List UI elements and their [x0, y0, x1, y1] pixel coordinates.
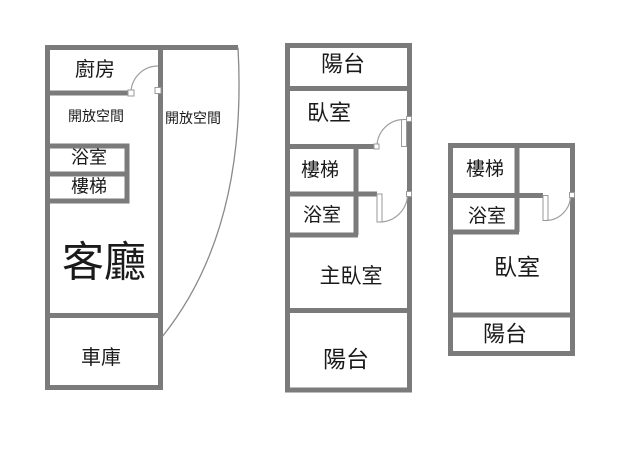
room-label-master-bedroom: 主臥室 — [320, 264, 383, 288]
hall-door-swing-icon — [379, 193, 409, 223]
room-label-stairs-f3: 樓梯 — [466, 158, 504, 180]
kitchen-door-jamb-icon — [154, 87, 162, 94]
kitchen-door-jamb-icon — [127, 89, 135, 97]
bedroom-door-jamb-icon — [373, 143, 380, 150]
room-label-open-space-inner: 開放空間 — [68, 109, 124, 125]
room-label-garage: 車庫 — [81, 345, 121, 369]
floor1-stairs-walls — [45, 171, 130, 204]
room-label-open-space-outer: 開放空間 — [165, 111, 221, 127]
room-label-bathroom-f2: 浴室 — [303, 204, 341, 226]
room-label-stairs-f2: 樓梯 — [301, 159, 339, 181]
room-label-bedroom-f2: 臥室 — [307, 102, 351, 127]
hall-door-jamb-icon — [406, 191, 412, 197]
room-label-balcony-rear-f2: 陽台 — [323, 347, 369, 373]
kitchen-door-swing-icon — [130, 65, 159, 94]
room-label-kitchen: 廚房 — [75, 57, 115, 81]
bedroom-door-swing-icon — [545, 195, 572, 222]
room-label-stairs-f1: 樓梯 — [71, 177, 107, 198]
floor3-outer-wall — [448, 143, 575, 356]
bedroom-door-jamb-icon — [406, 116, 412, 122]
floor2-outer-wall — [285, 43, 412, 393]
hall-door-leaf-icon — [376, 193, 383, 223]
floor1-curved-boundary — [161, 47, 240, 338]
floor-3-plan: 樓梯 浴室 臥室 陽台 — [448, 143, 575, 356]
floor-2-plan: 陽台 臥室 樓梯 浴室 主臥室 陽台 — [285, 43, 412, 393]
room-label-living-room: 客廳 — [62, 238, 146, 287]
room-label-balcony-f3: 陽台 — [483, 323, 527, 348]
floor-1-plan: 廚房 開放空間 開放空間 浴室 樓梯 客廳 車庫 — [45, 45, 240, 390]
room-label-bedroom-f3: 臥室 — [494, 255, 540, 281]
bedroom-door-jamb-icon — [569, 192, 575, 198]
room-label-bathroom-f1: 浴室 — [71, 148, 107, 169]
floor1-outer-wall — [45, 45, 163, 390]
room-label-balcony-front-f2: 陽台 — [321, 53, 365, 78]
room-label-bathroom-f3: 浴室 — [468, 205, 506, 227]
bedroom-door-swing-icon — [376, 118, 405, 147]
bedroom-door-leaf-icon — [401, 119, 407, 147]
bedroom-door-leaf-icon — [542, 195, 549, 221]
